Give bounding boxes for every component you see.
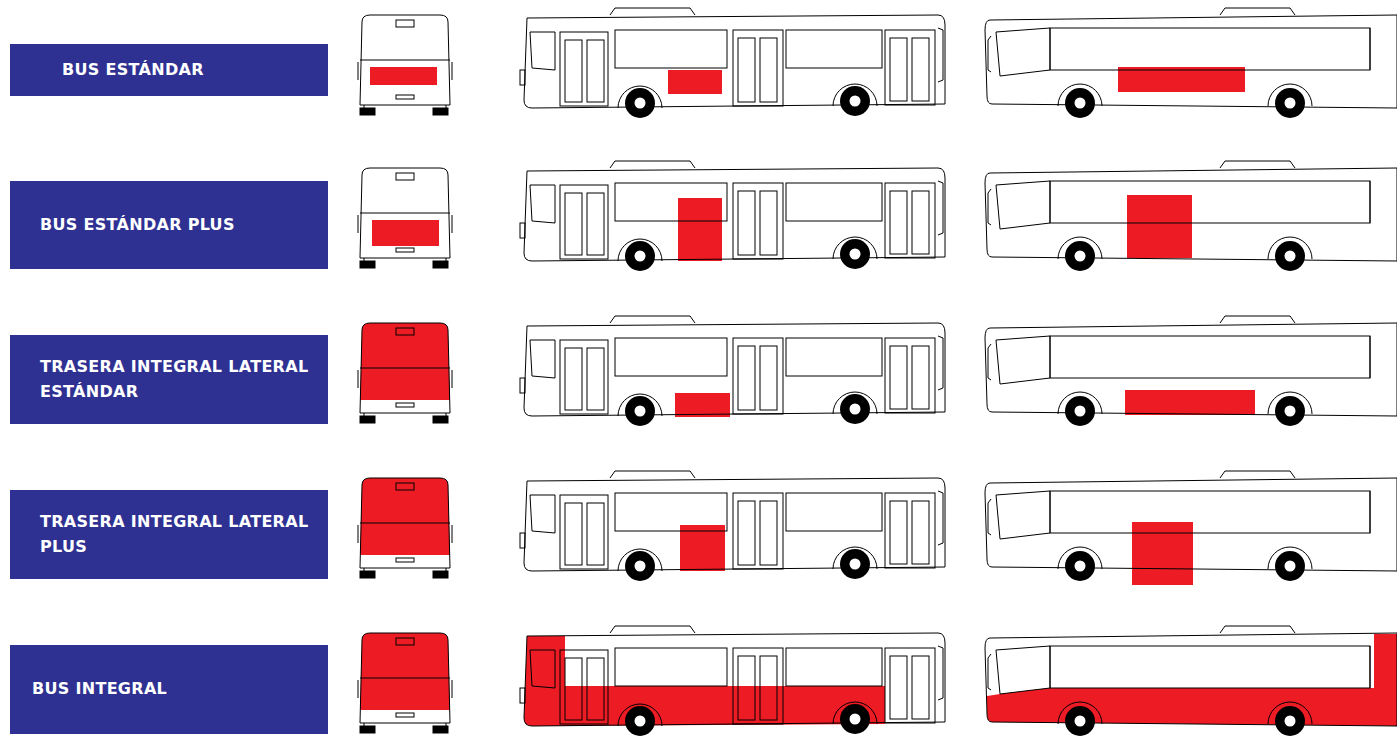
label-box: TRASERA INTEGRAL LATERAL PLUS — [10, 490, 328, 579]
label-text: BUS ESTÁNDAR PLUS — [40, 213, 314, 238]
ad-area — [678, 198, 722, 261]
label-text: TRASERA INTEGRAL LATERAL ESTÁNDAR — [40, 355, 314, 405]
ad-area — [1127, 195, 1192, 258]
label-text: TRASERA INTEGRAL LATERAL PLUS — [40, 510, 314, 560]
bus-row — [358, 8, 1397, 118]
bus-row — [358, 471, 1397, 585]
ad-area — [1125, 390, 1255, 415]
bus-row — [358, 626, 1397, 736]
ad-area — [675, 393, 730, 417]
ad-area — [1374, 634, 1397, 689]
bus-row — [358, 161, 1397, 271]
ad-area — [372, 220, 439, 246]
ad-area — [1118, 67, 1245, 92]
label-box: TRASERA INTEGRAL LATERAL ESTÁNDAR — [10, 335, 328, 424]
label-box: BUS ESTÁNDAR — [10, 44, 328, 96]
ad-area — [987, 688, 1397, 726]
label-box: BUS ESTÁNDAR PLUS — [10, 181, 328, 269]
bus-row — [358, 316, 1397, 426]
label-text: BUS ESTÁNDAR — [62, 58, 314, 83]
ad-area — [668, 70, 722, 94]
ad-area — [680, 525, 725, 571]
label-box: BUS INTEGRAL — [10, 645, 328, 734]
label-text: BUS INTEGRAL — [32, 677, 314, 702]
ad-area — [1132, 522, 1193, 585]
ad-area — [370, 67, 437, 85]
